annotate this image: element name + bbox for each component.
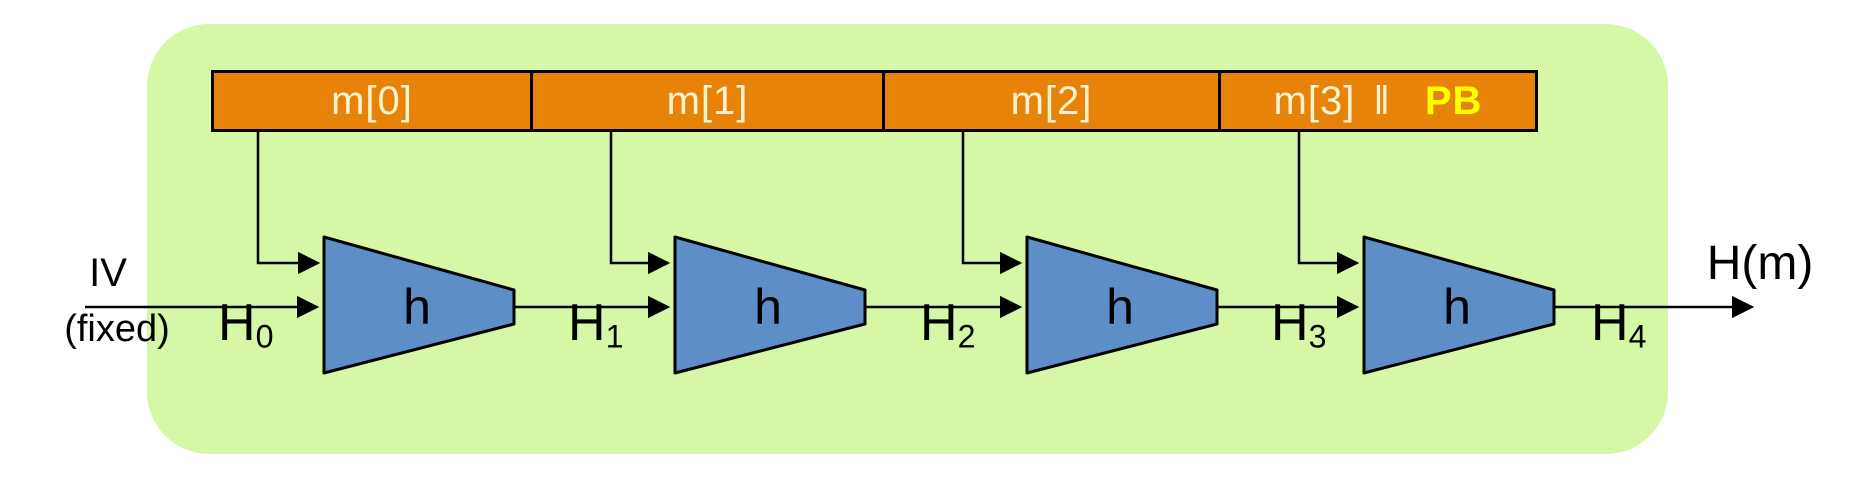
concat-symbol: ‖	[1373, 78, 1391, 123]
message-arrow-m0	[256, 131, 321, 275]
message-block-label: m[1]	[666, 78, 749, 123]
message-block-m3-padded: m[3] ‖ PB	[1218, 73, 1535, 129]
message-block-m2: m[2]	[882, 73, 1218, 129]
chain-value-h2: H2	[920, 294, 976, 353]
compression-function-label-4: h	[1443, 279, 1471, 335]
compression-function-label-3: h	[1106, 279, 1134, 335]
compression-function-trapezoid-4	[1362, 235, 1556, 375]
message-block-label: m[0]	[331, 78, 413, 123]
chain-value-h1: H1	[568, 294, 624, 353]
output-hash-label: H(m)	[1706, 237, 1814, 290]
chain-value-base: H	[218, 294, 256, 352]
message-arrow-m1	[609, 131, 671, 275]
message-block-label: m[2]	[1010, 78, 1093, 123]
message-block-label: m[3]	[1273, 78, 1356, 123]
compression-function-label-1: h	[403, 279, 431, 335]
compression-function-trapezoid-2	[673, 235, 867, 375]
message-arrow-m3	[1297, 131, 1360, 275]
chain-value-subscript: 3	[1308, 318, 1327, 355]
chain-value-subscript: 4	[1628, 318, 1647, 355]
chain-value-h3: H3	[1271, 294, 1327, 353]
message-bar: m[0] m[1] m[2] m[3] ‖ PB	[211, 70, 1538, 132]
compression-function-trapezoid-1	[322, 235, 516, 375]
chain-value-base: H	[920, 294, 958, 352]
compression-function-trapezoid-3	[1025, 235, 1219, 375]
padding-block-label: PB	[1424, 78, 1483, 123]
chain-value-base: H	[568, 294, 606, 352]
message-block-m0: m[0]	[214, 73, 530, 129]
compression-function-label-2: h	[754, 279, 782, 335]
chain-value-subscript: 1	[605, 318, 624, 355]
chain-value-subscript: 2	[957, 318, 976, 355]
chain-value-base: H	[1271, 294, 1309, 352]
iv-fixed-note: (fixed)	[64, 308, 170, 350]
message-arrow-m2	[961, 131, 1023, 275]
chain-value-h4: H4	[1591, 294, 1647, 353]
message-block-m1: m[1]	[530, 73, 882, 129]
chain-value-base: H	[1591, 294, 1629, 352]
chain-value-subscript: 0	[255, 318, 274, 355]
iv-label: IV	[89, 251, 127, 295]
chain-value-h0: H0	[218, 294, 274, 353]
